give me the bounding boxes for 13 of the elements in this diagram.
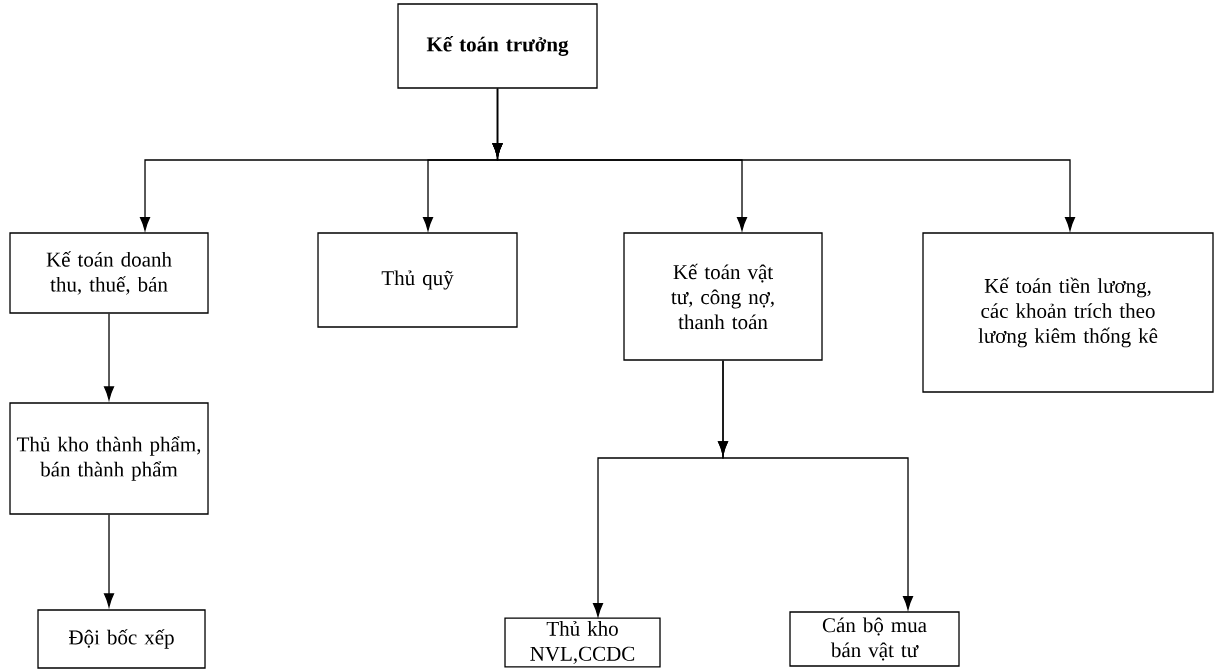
org-box: Kế toán tiền lương, các khoản trích theo lương kiêm thống kê [922,232,1214,393]
arrow [492,88,1076,231]
org-box: Kế toán doanh thu, thuế, bán [9,232,209,314]
arrow [717,360,914,610]
org-box: Cán bộ mua bán vật tư [789,611,960,667]
arrow [103,313,115,401]
org-box: Kế toán vật tư, công nợ, thanh toán [623,232,823,361]
org-box: Thủ kho NVL,CCDC [504,617,661,668]
org-box: Kế toán trưởng [397,3,598,89]
arrow [103,514,115,608]
org-box: Thủ quỹ [317,232,518,328]
org-box: Đội bốc xếp [37,609,206,669]
org-box: Thủ kho thành phẩm, bán thành phẩm [9,402,209,515]
